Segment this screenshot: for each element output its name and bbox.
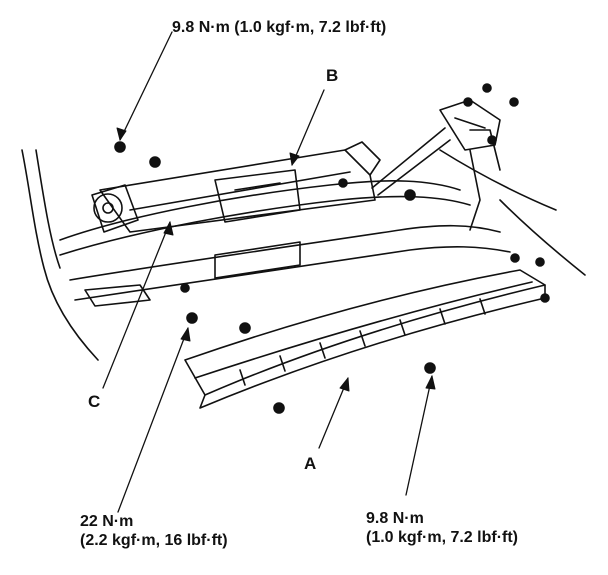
leader-c [102, 221, 171, 389]
arrowhead [339, 377, 350, 392]
bolt [424, 362, 436, 374]
bumper-beam-a [184, 269, 546, 409]
arrowhead [289, 152, 300, 166]
leader-bottom-right-torque [405, 375, 433, 496]
bolts [114, 83, 550, 414]
arrowheads [116, 127, 436, 392]
torque-label-top: 9.8 N·m (1.0 kgf·m, 7.2 lbf·ft) [172, 19, 387, 36]
bolt [482, 83, 492, 93]
callout-c: C [88, 392, 101, 411]
arrowhead [163, 221, 174, 236]
bolt [535, 257, 545, 267]
torque-label-bottom-right-kgf: (1.0 kgf·m, 7.2 lbf·ft) [366, 529, 519, 546]
torque-label-bottom-right-nm: 9.8 N·m [366, 510, 424, 527]
right-body-outline [439, 129, 586, 276]
callout-b: B [326, 66, 339, 85]
torque-label-bottom-left-nm: 22 N·m [80, 513, 134, 530]
arrowhead [425, 375, 436, 390]
leader-bottom-left-torque [117, 327, 189, 513]
bolt [338, 178, 348, 188]
leader-top-torque [119, 31, 173, 141]
callout-a: A [304, 454, 317, 473]
bolt [180, 283, 190, 293]
bolt [149, 156, 161, 168]
leader-a [318, 377, 349, 449]
arrowhead [116, 127, 127, 141]
bolt [463, 97, 473, 107]
bolt [509, 97, 519, 107]
bolt [540, 293, 550, 303]
left-pivot-mount [91, 184, 139, 233]
bolt [404, 189, 416, 201]
bolt [114, 141, 126, 153]
leader-lines [102, 31, 433, 513]
left-fender-outline [21, 149, 99, 361]
arrowhead [180, 327, 191, 342]
bolt [487, 135, 497, 145]
bolt [273, 402, 285, 414]
torque-label-bottom-left-kgf: (2.2 kgf·m, 16 lbf·ft) [80, 532, 228, 549]
leader-b [291, 89, 325, 166]
bolt [186, 312, 198, 324]
bolt [510, 253, 520, 263]
upper-frame-rail-b [99, 127, 451, 233]
right-upper-bracket [439, 99, 501, 231]
center-bracket [214, 169, 301, 223]
bolt [239, 322, 251, 334]
lower-frame-rail-c [69, 224, 511, 307]
